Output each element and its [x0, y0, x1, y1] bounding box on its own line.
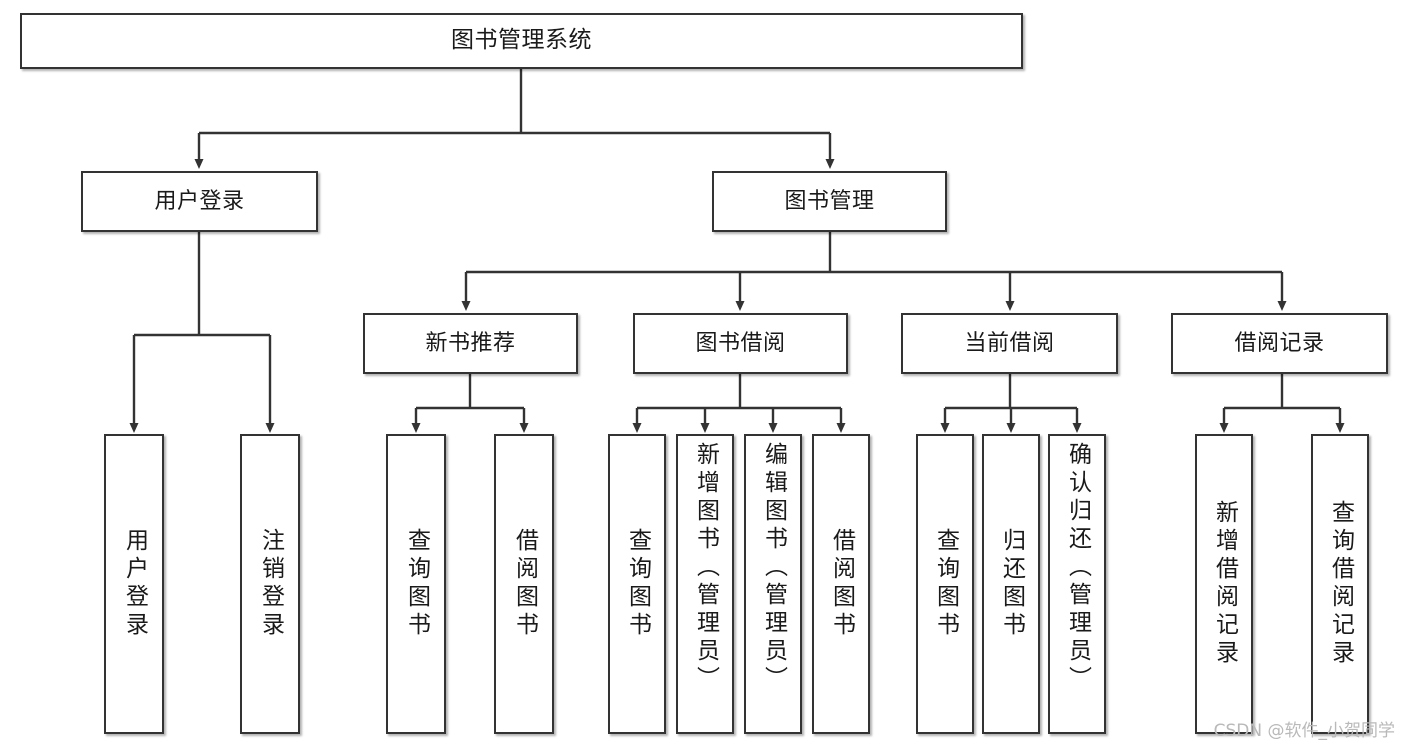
node-book-management[interactable]: 图书管理	[712, 171, 947, 232]
node-new-book-recommend[interactable]: 新书推荐	[363, 313, 578, 374]
node-label: 图书管理	[784, 188, 875, 214]
node-root-system[interactable]: 图书管理系统	[20, 13, 1023, 69]
node-label: 确认归还（管理员）	[1064, 442, 1091, 694]
node-label: 借阅记录	[1234, 330, 1325, 356]
node-label: 用户登录	[154, 188, 245, 214]
node-label: 借阅图书	[511, 528, 538, 640]
node-borrow-record[interactable]: 借阅记录	[1171, 313, 1388, 374]
leaf-add-borrow-record[interactable]: 新增借阅记录	[1195, 434, 1253, 734]
leaf-query-book-borrow[interactable]: 查询图书	[608, 434, 666, 734]
leaf-query-book-new[interactable]: 查询图书	[386, 434, 446, 734]
node-label: 新书推荐	[425, 330, 516, 356]
node-label: 新增图书（管理员）	[692, 442, 719, 694]
leaf-borrow-book-new[interactable]: 借阅图书	[494, 434, 554, 734]
node-label: 查询图书	[624, 528, 651, 640]
leaf-return-book[interactable]: 归还图书	[982, 434, 1040, 734]
leaf-confirm-return-admin[interactable]: 确认归还（管理员）	[1048, 434, 1106, 734]
node-label: 查询图书	[403, 528, 430, 640]
node-label: 查询借阅记录	[1327, 500, 1354, 668]
leaf-borrow-book[interactable]: 借阅图书	[812, 434, 870, 734]
leaf-user-login[interactable]: 用户登录	[104, 434, 164, 734]
node-label: 当前借阅	[964, 330, 1055, 356]
node-label: 编辑图书（管理员）	[760, 442, 787, 694]
node-label: 查询图书	[932, 528, 959, 640]
watermark: CSDN @软件_小贺同学	[1213, 721, 1395, 741]
node-label: 图书管理系统	[451, 27, 592, 54]
leaf-edit-book-admin[interactable]: 编辑图书（管理员）	[744, 434, 802, 734]
leaf-logout[interactable]: 注销登录	[240, 434, 300, 734]
leaf-query-borrow-record[interactable]: 查询借阅记录	[1311, 434, 1369, 734]
node-label: 归还图书	[998, 528, 1025, 640]
node-label: 新增借阅记录	[1211, 500, 1238, 668]
node-label: 用户登录	[121, 528, 148, 640]
node-book-borrow[interactable]: 图书借阅	[633, 313, 848, 374]
node-user-login[interactable]: 用户登录	[81, 171, 318, 232]
node-label: 图书借阅	[695, 330, 786, 356]
node-label: 借阅图书	[828, 528, 855, 640]
node-label: 注销登录	[257, 528, 284, 640]
leaf-add-book-admin[interactable]: 新增图书（管理员）	[676, 434, 734, 734]
leaf-query-book-current[interactable]: 查询图书	[916, 434, 974, 734]
node-current-borrow[interactable]: 当前借阅	[901, 313, 1118, 374]
